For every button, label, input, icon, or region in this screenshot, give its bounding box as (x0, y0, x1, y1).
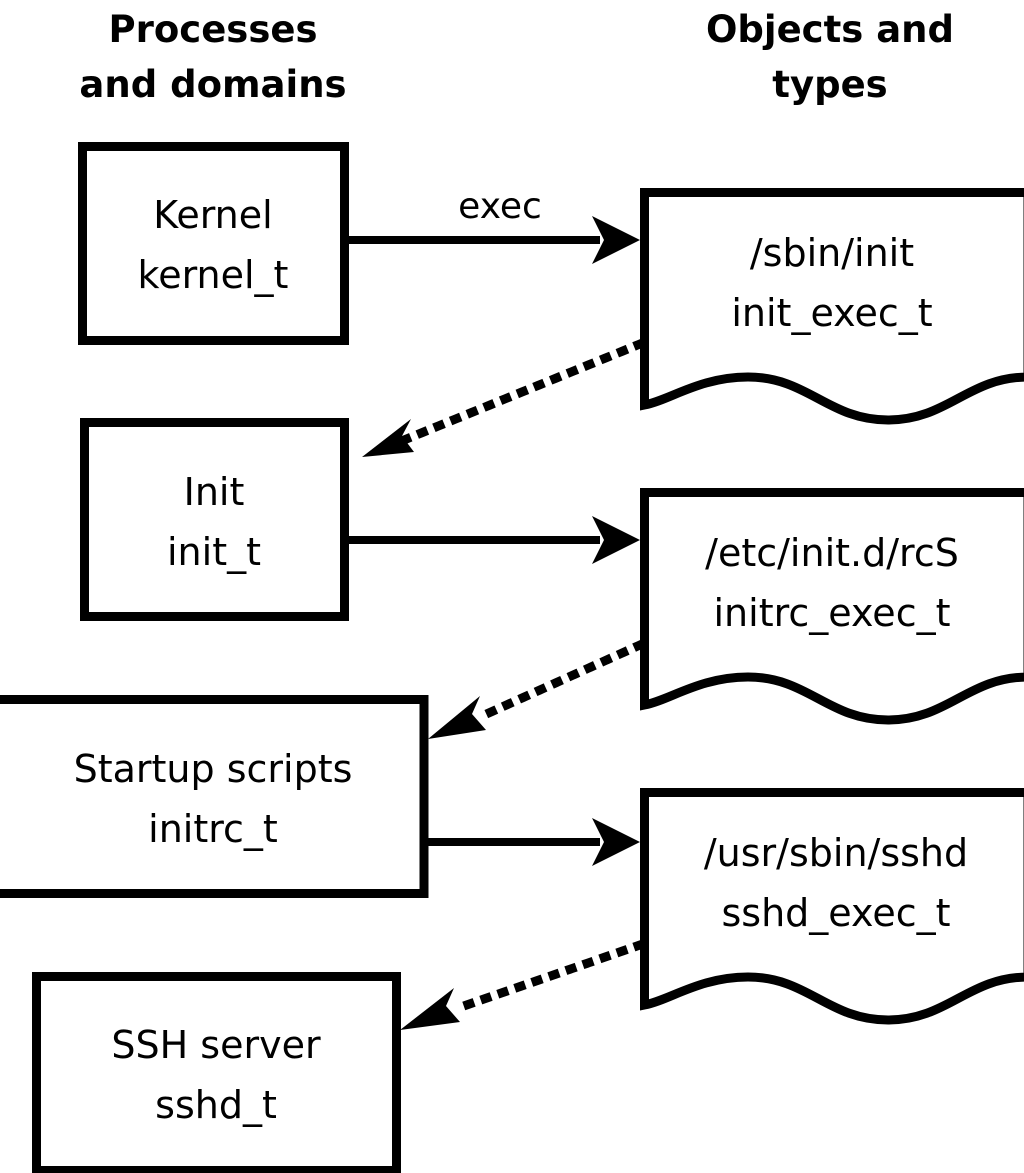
node-init-box (80, 418, 349, 621)
column-header-objects: Objects and types (706, 8, 954, 106)
edge-sshd-exec-to-sshd-line (452, 939, 646, 1014)
edge-init-exec-to-init (362, 338, 646, 457)
edge-sshd-exec-to-sshd-arrowhead (400, 988, 460, 1030)
node-sshd[interactable]: SSH server sshd_t (32, 972, 401, 1173)
node-initrc-line2: initrc_t (148, 807, 278, 851)
column-header-processes-line2: and domains (79, 63, 346, 106)
column-header-objects-line2: types (772, 63, 887, 106)
edge-sshd-exec-to-sshd (400, 939, 646, 1030)
edge-initrc-exec-to-initrc-line (476, 639, 646, 722)
edge-label-exec: exec (458, 186, 542, 227)
node-sshd-exec-line1: /usr/sbin/sshd (704, 831, 968, 875)
node-init-line2: init_t (167, 530, 261, 574)
node-initrc-exec[interactable]: /etc/init.d/rcS initrc_exec_t (640, 488, 1024, 725)
node-sshd-exec[interactable]: /usr/sbin/sshd sshd_exec_t (640, 788, 1024, 1025)
node-init-exec-line2: init_exec_t (731, 291, 932, 335)
node-init[interactable]: Init init_t (80, 418, 349, 621)
node-sshd-line1: SSH server (111, 1023, 321, 1067)
node-init-exec-document-shape (640, 188, 1024, 425)
edge-init-to-initrc-exec-arrowhead (592, 516, 640, 564)
node-initrc[interactable]: Startup scripts initrc_t (0, 695, 429, 898)
node-initrc-exec-line1: /etc/init.d/rcS (705, 531, 959, 575)
node-initrc-line1: Startup scripts (74, 747, 353, 791)
column-header-processes-line1: Processes (109, 8, 318, 51)
edge-initrc-to-sshd-exec (428, 818, 640, 866)
edge-init-exec-to-init-arrowhead (362, 419, 414, 457)
node-init-exec[interactable]: /sbin/init init_exec_t (640, 188, 1024, 425)
edge-initrc-to-sshd-exec-arrowhead (592, 818, 640, 866)
node-sshd-box (32, 972, 401, 1173)
edge-kernel-to-init-exec-arrowhead (592, 216, 640, 264)
node-init-line1: Init (184, 470, 245, 514)
node-sshd-exec-line2: sshd_exec_t (721, 891, 950, 935)
edge-init-to-initrc-exec (348, 516, 640, 564)
edge-init-exec-to-init-line (398, 338, 646, 446)
edge-initrc-exec-to-initrc-arrowhead (428, 696, 486, 739)
node-kernel-box (78, 142, 349, 345)
node-initrc-box (0, 695, 429, 898)
column-header-objects-line1: Objects and (706, 8, 954, 51)
edge-kernel-to-init-exec: exec (348, 186, 640, 264)
node-kernel-line1: Kernel (153, 193, 272, 237)
node-kernel[interactable]: Kernel kernel_t (78, 142, 349, 345)
node-init-exec-line1: /sbin/init (750, 231, 914, 275)
node-sshd-exec-document-shape (640, 788, 1024, 1025)
edge-initrc-exec-to-initrc (428, 639, 646, 739)
node-initrc-exec-document-shape (640, 488, 1024, 725)
column-header-processes: Processes and domains (79, 8, 346, 106)
node-kernel-line2: kernel_t (138, 253, 289, 297)
node-initrc-exec-line2: initrc_exec_t (714, 591, 951, 635)
node-sshd-line2: sshd_t (155, 1083, 277, 1127)
